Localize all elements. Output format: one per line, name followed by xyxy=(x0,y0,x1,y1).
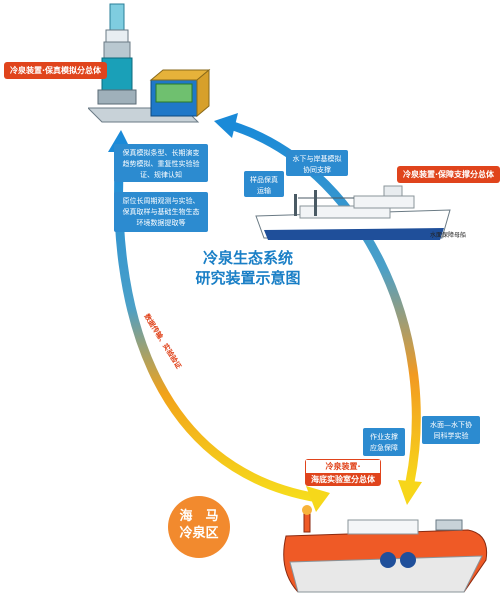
insitu-observation-box: 原位长周期观测与实验、保真取样与基础生物生态环境数据提取等 xyxy=(114,192,208,232)
work-support-box: 作业支撑应急保障 xyxy=(363,428,405,456)
surface-underwater-box: 水面—水下协同科学实验 xyxy=(422,416,480,444)
support-ship-illustration xyxy=(255,185,451,240)
underwater-support-box: 水下与岸基模拟协同支撑 xyxy=(286,150,348,176)
lab-system-tag-line1: 冷泉装置· xyxy=(305,459,381,473)
right-arc-head-top xyxy=(214,113,238,138)
simulation-research-box: 保真模拟条型、长期演变趋势模拟、重复性实验验证、规律认知 xyxy=(114,144,208,182)
diagram-title-line1: 冷泉生态系统 xyxy=(202,249,293,267)
seafloor-lab-illustration xyxy=(283,505,488,593)
right-arc-head-bottom xyxy=(398,480,422,505)
lab-system-tag: 冷泉装置· 海底实验室分总体 xyxy=(305,459,381,486)
left-arc-head-bottom xyxy=(306,486,330,512)
sample-transport-box: 样品保真运输 xyxy=(244,171,284,197)
site-badge: 海 马 冷泉区 xyxy=(168,496,230,558)
site-name-line2: 冷泉区 xyxy=(179,526,219,541)
diagram-title: 冷泉生态系统 研究装置示意图 xyxy=(168,248,328,288)
diagram-title-line2: 研究装置示意图 xyxy=(195,269,301,287)
site-name-line1: 海 马 xyxy=(179,509,219,524)
ship-caption: 水面保障母船 xyxy=(430,232,467,239)
simulator-system-tag: 冷泉装置·保真模拟分总体 xyxy=(4,62,108,79)
right-arc-arrow xyxy=(228,120,421,483)
simulator-facility-illustration xyxy=(88,3,211,123)
lab-system-tag-line2: 海底实验室分总体 xyxy=(305,473,381,486)
support-system-tag: 冷泉装置·保障支撑分总体 xyxy=(397,166,500,183)
